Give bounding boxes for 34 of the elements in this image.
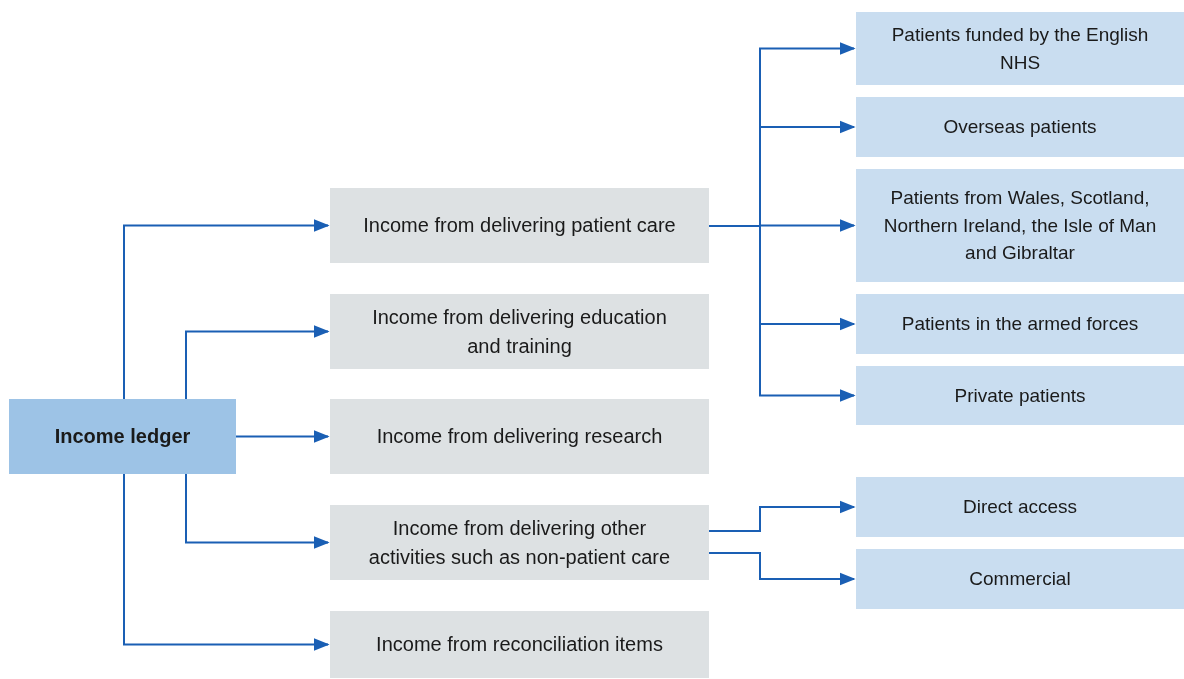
arrow: [708, 500, 856, 532]
box-label: Commercial: [969, 567, 1071, 592]
arrow: [185, 473, 330, 549]
arrow: [123, 219, 330, 400]
box-label: Income from delivering research: [376, 424, 663, 449]
category-box: [330, 399, 709, 474]
category-box: [856, 366, 1184, 425]
category-box: [856, 294, 1184, 354]
box-label: Direct access: [963, 495, 1077, 520]
box-label: Income from delivering patient care: [363, 213, 676, 238]
box-label: Private patients: [954, 383, 1086, 408]
box-label: Overseas patients: [943, 115, 1097, 140]
arrow: [708, 552, 856, 586]
box-label: Income from delivering other activities such as non-patient care: [367, 515, 672, 570]
arrow: [708, 225, 856, 402]
box-label: Income from delivering education and training: [371, 304, 668, 359]
category-box: [856, 169, 1184, 282]
category-box: [856, 97, 1184, 157]
box-label: Patients funded by the English NHS: [890, 22, 1150, 75]
box-label: Patients in the armed forces: [901, 312, 1139, 337]
box-label: Patients from Wales, Scotland, Northern Ireland, the Isle of Man and Gibraltar: [882, 186, 1158, 266]
arrow: [123, 473, 330, 651]
category-box: [856, 477, 1184, 537]
root-box: [9, 399, 236, 474]
category-box: [330, 294, 709, 369]
category-box: [330, 611, 709, 678]
arrow: [235, 430, 330, 443]
arrow: [185, 325, 330, 400]
category-box: [330, 188, 709, 263]
category-box: [856, 12, 1184, 85]
category-box: [330, 505, 709, 580]
box-label: Income ledger: [54, 424, 191, 449]
category-box: [856, 549, 1184, 609]
box-label: Income from reconciliation items: [376, 632, 663, 657]
